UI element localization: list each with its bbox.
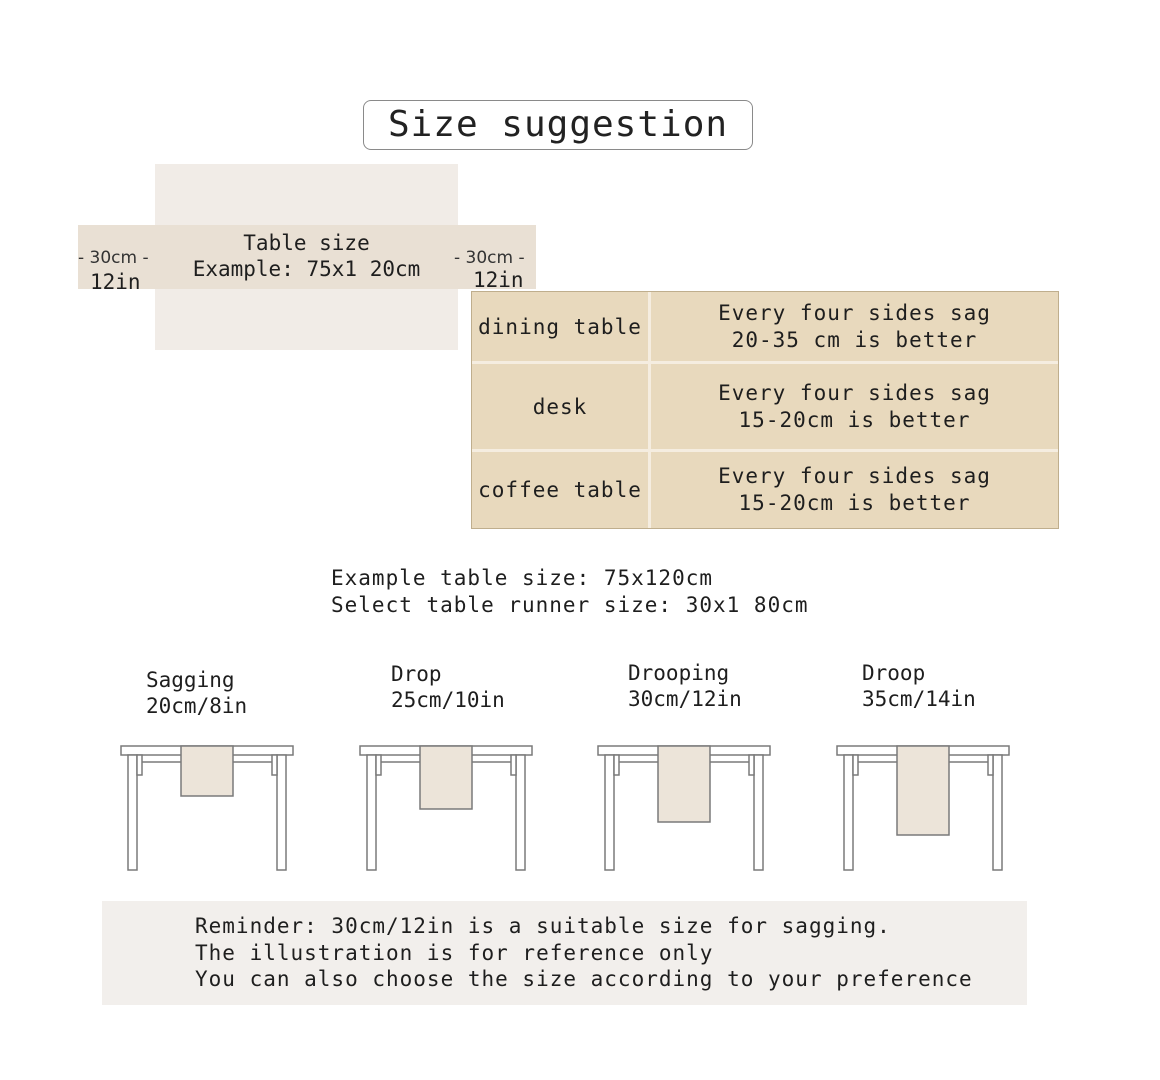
reminder-line: The illustration is for reference only (195, 940, 714, 965)
table-leg (992, 754, 1003, 871)
table-type: desk (532, 394, 588, 419)
sag-tip: Every four sides sag 15-20cm is better (718, 380, 991, 432)
right-overhang-cm: - 30cm - (454, 248, 525, 268)
left-overhang-in: 12in (90, 270, 141, 294)
table-size-label: Table size (243, 231, 370, 255)
table-runner-view (78, 225, 536, 289)
reminder-box (102, 901, 1027, 1005)
table-row: coffee table Every four sides sag 15-20c… (472, 452, 1058, 528)
runner-drop (419, 745, 473, 810)
example-runner-size: Select table runner size: 30x1 80cm (331, 593, 809, 617)
table-leg-inner (510, 754, 517, 776)
runner-drop (657, 745, 711, 823)
reminder-text: Reminder: 30cm/12in is a suitable size f… (195, 913, 973, 993)
table-leg (843, 754, 854, 871)
table-type: dining table (478, 314, 642, 339)
table-size-example: Example: 75x1 20cm (192, 257, 421, 281)
table-leg (127, 754, 138, 871)
runner-drop (180, 745, 234, 797)
drop-label: Drop 25cm/10in (391, 662, 505, 712)
reminder-line: Reminder: 30cm/12in is a suitable size f… (195, 914, 891, 938)
drop-label: Sagging 20cm/8in (146, 668, 248, 718)
table-row: dining table Every four sides sag 20-35 … (472, 292, 1058, 364)
sag-tip: Every four sides sag 15-20cm is better (718, 464, 991, 515)
table-leg-inner (748, 754, 755, 776)
table-leg-inner (852, 754, 859, 776)
reminder-line: You can also choose the size according t… (195, 967, 973, 991)
drop-label: Drooping 30cm/12in (628, 661, 742, 711)
left-overhang-cm: - 30cm - (78, 248, 149, 268)
table-leg-inner (375, 754, 382, 776)
table-leg-inner (987, 754, 994, 776)
drop-label: Droop 35cm/14in (862, 661, 976, 711)
runner-drop (896, 745, 950, 836)
example-table-size: Example table size: 75x120cm (331, 566, 714, 590)
table-leg (276, 754, 287, 871)
table-leg (604, 754, 615, 871)
table-leg (753, 754, 764, 871)
right-overhang-in: 12in (473, 268, 524, 292)
sag-recommendation-table: dining table Every four sides sag 20-35 … (471, 291, 1059, 529)
table-leg-inner (271, 754, 278, 776)
page-title: Size suggestion (363, 100, 753, 150)
table-row: desk Every four sides sag 15-20cm is bet… (472, 364, 1058, 452)
table-leg-inner (613, 754, 620, 776)
example-sizes: Example table size: 75x120cm Select tabl… (331, 565, 809, 619)
table-leg (515, 754, 526, 871)
table-type: coffee table (478, 478, 642, 502)
sag-tip: Every four sides sag 20-35 cm is better (718, 300, 991, 352)
table-size-label-group: Table size Example: 75x1 20cm (155, 230, 458, 282)
table-leg (366, 754, 377, 871)
table-leg-inner (136, 754, 143, 776)
table-side-views (120, 745, 1010, 871)
